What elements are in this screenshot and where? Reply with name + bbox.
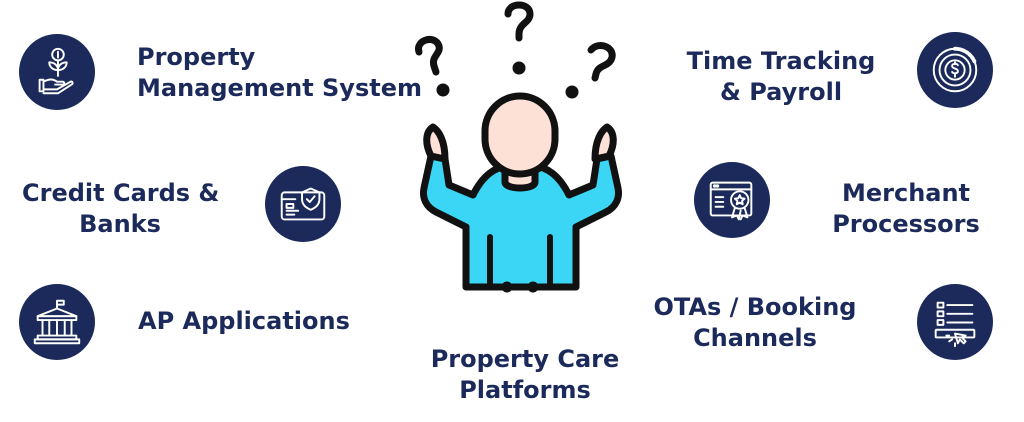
- label-time-tracking: Time Tracking & Payroll: [676, 46, 886, 108]
- label-line: Platforms: [459, 376, 591, 404]
- label-line: & Payroll: [719, 78, 843, 106]
- label-line: Property: [137, 43, 256, 71]
- label-property-management: Property Management System: [137, 42, 422, 104]
- label-line: Time Tracking: [686, 47, 876, 75]
- label-line: Channels: [693, 324, 817, 352]
- label-line: AP Applications: [138, 307, 350, 335]
- label-property-care: Property Care Platforms: [425, 344, 625, 406]
- label-line: Management System: [137, 74, 422, 102]
- label-line: Credit Cards &: [22, 179, 220, 207]
- label-merchant-processors: Merchant Processors: [826, 178, 986, 240]
- bank-building-icon: [19, 284, 95, 360]
- label-line: Property Care: [430, 345, 620, 373]
- plant-hand-coin-icon: [19, 34, 95, 110]
- label-otas-booking: OTAs / Booking Channels: [650, 292, 860, 354]
- label-credit-cards: Credit Cards & Banks: [22, 178, 220, 240]
- label-line: Merchant: [841, 179, 971, 207]
- badge-window-icon: [694, 162, 770, 238]
- credit-card-shield-icon: [265, 166, 341, 242]
- label-line: OTAs / Booking: [653, 293, 857, 321]
- label-line: Processors: [832, 210, 980, 238]
- confused-person-icon: [415, 1, 622, 293]
- question-marks-icon: [415, 1, 616, 99]
- label-line: Banks: [79, 210, 161, 238]
- form-click-icon: [917, 284, 993, 360]
- label-ap-applications: AP Applications: [138, 306, 350, 337]
- dollar-target-icon: [917, 32, 993, 108]
